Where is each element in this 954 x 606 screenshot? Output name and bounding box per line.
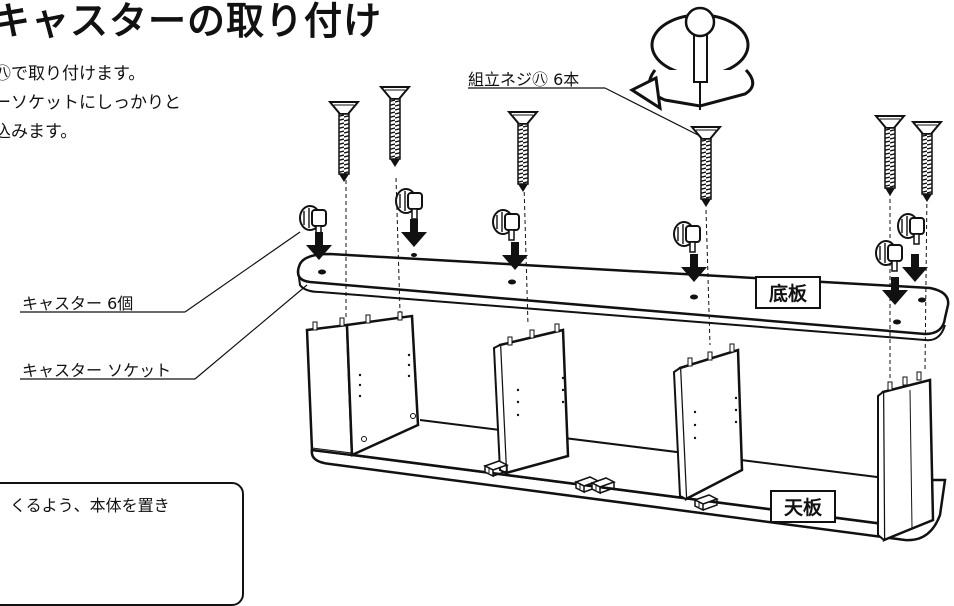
note-text: くるよう、本体を置き xyxy=(10,496,170,515)
caster-icon xyxy=(395,188,423,220)
caster-icon xyxy=(897,213,925,245)
caster-icon xyxy=(492,209,520,241)
leader-lines xyxy=(20,87,699,380)
instruction-line: ーソケットにしっかりと xyxy=(0,93,181,113)
caster-icon xyxy=(875,240,903,272)
side-panel-right xyxy=(877,371,935,542)
screw-label: 組立ネジ㊇ 6本 xyxy=(468,70,580,89)
caster-label: キャスター 6個 xyxy=(22,294,134,313)
screw-icon xyxy=(329,101,359,183)
socket-label: キャスター ソケット xyxy=(22,361,172,380)
side-panel-left xyxy=(305,311,420,457)
divider-panel xyxy=(672,343,744,502)
page-title: キャスターの取り付け xyxy=(0,0,383,43)
arrow-down-icon xyxy=(401,219,427,247)
caster-icon xyxy=(299,205,327,237)
screw-icon xyxy=(875,115,905,197)
caster-icon xyxy=(673,221,701,253)
instruction-text: ㊇で取り付けます。 ーソケットにしっかりと 込みます。 xyxy=(0,60,181,147)
bottom-board-label: 底板 xyxy=(755,276,822,309)
screw-icon xyxy=(508,111,538,193)
arrow-down-icon xyxy=(902,254,928,282)
note-box: くるよう、本体を置き xyxy=(0,482,244,606)
divider-panel xyxy=(492,323,570,475)
screw-icon xyxy=(691,126,721,208)
screw-icon xyxy=(912,121,942,203)
assembly-illustration xyxy=(20,6,950,542)
screw-icon xyxy=(380,86,410,168)
top-board xyxy=(310,448,947,542)
top-board-label: 天板 xyxy=(770,490,837,523)
instruction-line: 込みます。 xyxy=(0,122,78,142)
rotate-direction-icon xyxy=(628,6,755,112)
instruction-line: ㊇で取り付けます。 xyxy=(0,64,146,84)
